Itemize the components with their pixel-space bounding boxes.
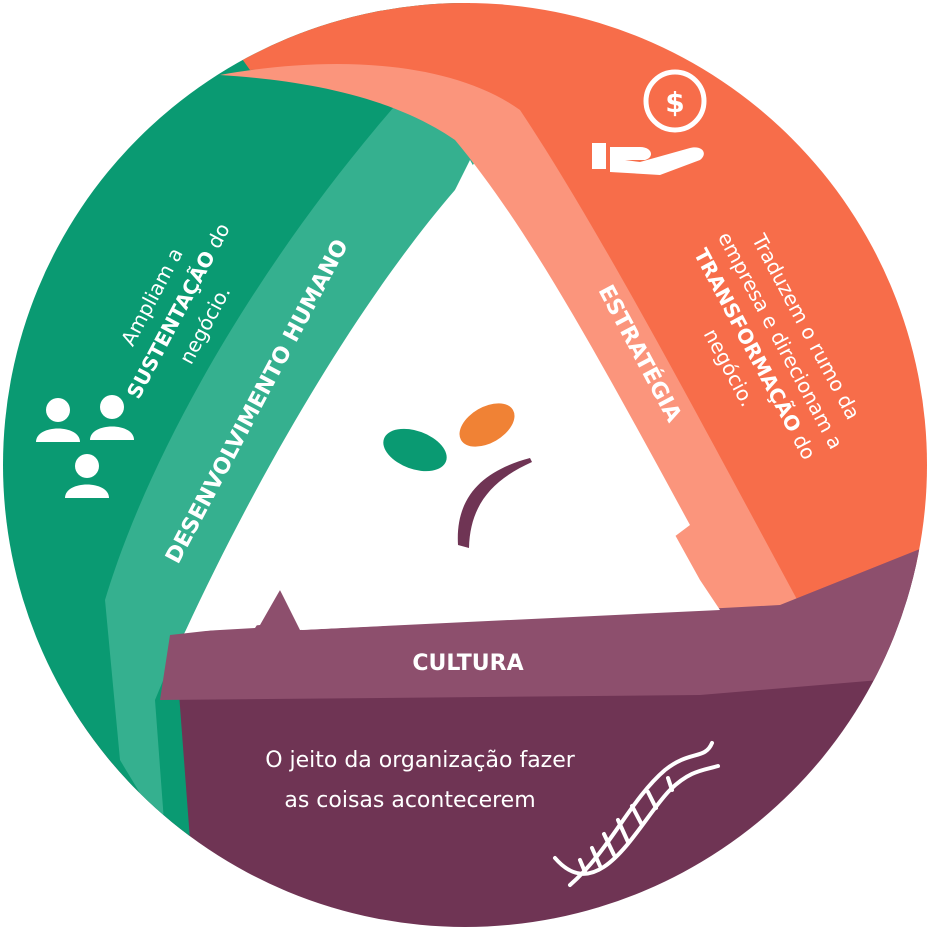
svg-text:$: $ bbox=[665, 86, 684, 119]
cultura-band-label: CULTURA bbox=[412, 651, 523, 676]
dna-icon bbox=[553, 741, 720, 887]
money-hand-icon: $ bbox=[592, 69, 707, 175]
sprout-logo-icon bbox=[383, 403, 532, 548]
estrategia-band bbox=[220, 64, 800, 611]
center-triangle bbox=[185, 160, 720, 632]
cultura-band bbox=[160, 545, 927, 700]
people-group-icon bbox=[36, 395, 134, 498]
cultura-desc-line1: O jeito da organização fazer bbox=[265, 748, 576, 773]
cultura-desc-line2: as coisas acontecerem bbox=[284, 788, 535, 813]
estrategia-segment bbox=[200, 3, 927, 610]
